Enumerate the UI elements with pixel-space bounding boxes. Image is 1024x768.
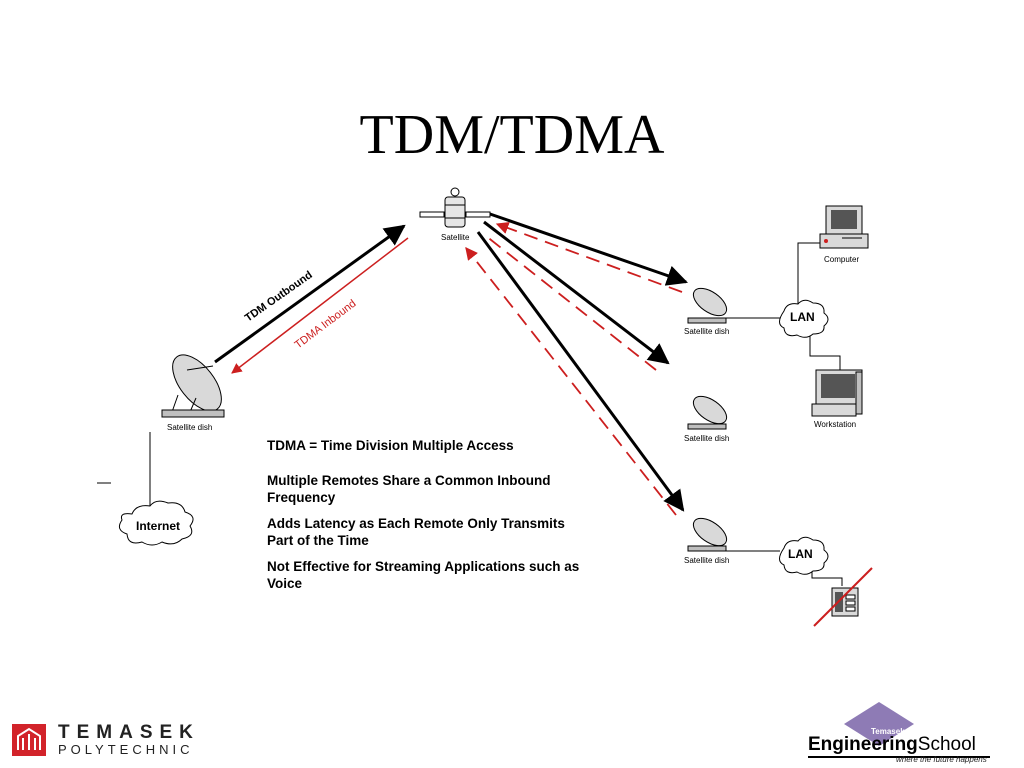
tdma-inbound-label: TDMA Inbound xyxy=(293,298,359,352)
temasek-emblem-icon xyxy=(12,724,46,756)
satellite-icon xyxy=(419,187,491,228)
inbound-arrow-remote-2 xyxy=(485,235,657,371)
tagline: where the future happens xyxy=(896,755,987,764)
bullet-item: TDMA = Time Division Multiple Access xyxy=(267,438,514,453)
lan-2-label: LAN xyxy=(788,547,813,561)
temasek-wordmark: TEMASEK xyxy=(58,722,200,743)
polytechnic-wordmark: POLYTECHNIC xyxy=(58,742,194,757)
lan-1-cloud-icon xyxy=(779,299,829,338)
outbound-arrow-remote-3 xyxy=(476,231,685,512)
badge-label: Temasek xyxy=(871,727,905,736)
lan-2-cloud-icon xyxy=(779,536,829,575)
hub-dish-label: Satellite dish xyxy=(167,423,212,432)
lan1-computer-link xyxy=(797,242,824,304)
slide-title: TDM/TDMA xyxy=(359,104,665,166)
temasek-polytechnic-logo: TEMASEK POLYTECHNIC xyxy=(12,722,212,758)
computer-icon xyxy=(819,205,869,249)
lan-1-label: LAN xyxy=(790,310,815,324)
bullet-item: Multiple Remotes Share a Common Inbound … xyxy=(267,473,551,505)
outbound-arrow-remote-2 xyxy=(483,220,670,365)
internet-label: Internet xyxy=(136,519,180,533)
inbound-arrow-remote-1 xyxy=(495,221,683,293)
remote-1-dish-label: Satellite dish xyxy=(684,327,729,336)
engineering-school-logo: Temasek EngineeringSchool where the futu… xyxy=(804,700,994,766)
remote-3-dish-label: Satellite dish xyxy=(684,556,729,565)
remote-3-satellite-dish-icon xyxy=(687,517,728,552)
workstation-label: Workstation xyxy=(814,420,856,429)
remote-2-dish-label: Satellite dish xyxy=(684,434,729,443)
logo-underline xyxy=(808,756,990,758)
workstation-icon xyxy=(811,369,863,417)
engineering-school-wordmark: EngineeringSchool xyxy=(808,734,976,755)
diamond-badge-icon xyxy=(844,702,914,746)
internet-cloud-icon xyxy=(118,500,194,546)
tdma-inbound-arrow xyxy=(231,237,409,374)
bullet-item: Not Effective for Streaming Applications… xyxy=(267,559,580,591)
bullet-list: TDMA = Time Division Multiple Access Mul… xyxy=(267,437,587,601)
lan1-workstation-link xyxy=(809,333,841,370)
voice-not-supported-cross xyxy=(813,567,873,627)
phone-icon xyxy=(831,587,859,617)
remote-2-satellite-dish-icon xyxy=(687,395,728,430)
remote-1-satellite-dish-icon xyxy=(687,287,728,324)
satellite-label: Satellite xyxy=(441,233,470,242)
computer-label: Computer xyxy=(824,255,859,264)
bullet-item: Adds Latency as Each Remote Only Transmi… xyxy=(267,516,565,548)
tdm-outbound-arrow xyxy=(214,224,406,364)
outbound-arrow-remote-1 xyxy=(489,212,688,286)
hub-satellite-dish-icon xyxy=(161,354,225,418)
inbound-arrow-remote-3 xyxy=(465,247,677,516)
network-diagram: Satellite Satellite dish Internet TDM Ou… xyxy=(97,187,873,627)
